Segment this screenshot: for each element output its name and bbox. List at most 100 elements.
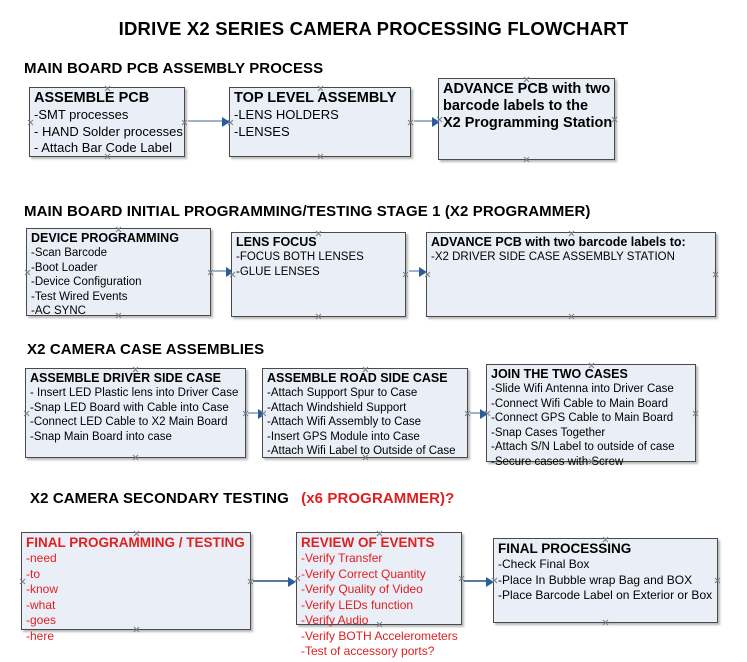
box-line: - HAND Solder processes	[34, 123, 183, 139]
box-title: JOIN THE TWO CASES	[491, 367, 628, 381]
box-line: -Connect GPS Cable to Main Board	[491, 412, 674, 424]
section-heading-initial-programming: MAIN BOARD INITIAL PROGRAMMING/TESTING S…	[24, 203, 591, 220]
section-heading-text: MAIN BOARD PCB ASSEMBLY PROCESS	[24, 60, 324, 77]
box-title: ADVANCE PCB with two barcode labels to:	[431, 235, 686, 249]
connector-arrowhead	[432, 117, 440, 127]
box-line: -Verify Quality of Video	[301, 582, 423, 596]
connection-handle-bottom[interactable]	[132, 454, 139, 461]
box-line: -here	[26, 628, 55, 643]
section-heading-text: X2 CAMERA SECONDARY TESTING	[30, 490, 289, 507]
box-line: -Snap LED Board with Cable into Case	[30, 401, 229, 414]
connector-arrowhead	[222, 117, 230, 127]
box-title: ASSEMBLE ROAD SIDE CASE	[267, 371, 448, 385]
connection-handle-bottom[interactable]	[523, 156, 530, 163]
process-box-top-level-assembly[interactable]: TOP LEVEL ASSEMBLY -LENS HOLDERS -LENSES	[229, 87, 411, 157]
connector-arrowhead	[419, 267, 427, 277]
box-line: - Attach Bar Code Label	[34, 140, 173, 155]
box-line: -Boot Loader	[31, 261, 98, 274]
box-title: FINAL PROCESSING	[498, 541, 632, 556]
process-box-lens-focus[interactable]: LENS FOCUS -FOCUS BOTH LENSES -GLUE LENS…	[231, 232, 406, 317]
connection-handle-right[interactable]	[712, 271, 719, 278]
connector-arrowhead	[288, 577, 296, 587]
section-heading-text: MAIN BOARD INITIAL PROGRAMMING/TESTING S…	[24, 203, 591, 220]
box-line: -Scan Barcode	[31, 247, 108, 259]
connector-final-programming-to-review-of-events	[253, 580, 293, 582]
connection-handle-bottom[interactable]	[602, 619, 609, 626]
box-line: -goes	[26, 613, 57, 627]
process-box-assemble-pcb[interactable]: ASSEMBLE PCB -SMT processes - HAND Solde…	[29, 87, 185, 157]
connection-handle-left[interactable]	[27, 119, 34, 126]
box-line: -Snap Main Board into case	[30, 430, 172, 443]
box-line: -Slide Wifi Antenna into Driver Case	[491, 383, 674, 395]
box-line: -Verify BOTH Accelerometers	[301, 628, 458, 643]
connector-arrowhead	[226, 267, 234, 277]
box-title: ASSEMBLE DRIVER SIDE CASE	[30, 371, 222, 385]
connection-handle-bottom[interactable]	[317, 153, 324, 160]
process-box-device-programming[interactable]: DEVICE PROGRAMMING -Scan Barcode -Boot L…	[24, 228, 211, 317]
box-line: -Attach Wifi Assembly to Case	[267, 416, 422, 428]
connection-handle-bottom[interactable]	[568, 313, 575, 320]
section-heading-case-assemblies: X2 CAMERA CASE ASSEMBLIES	[27, 341, 264, 358]
box-line: -Verify Audio	[301, 613, 369, 627]
box-title: FINAL PROGRAMMING / TESTING	[26, 535, 245, 550]
process-box-assemble-driver-side-case[interactable]: ASSEMBLE DRIVER SIDE CASE - Insert LED P…	[25, 368, 246, 458]
process-box-advance-pcb-to-programming-station[interactable]: ADVANCE PCB with two barcode labels to t…	[438, 78, 615, 160]
connection-handle-bottom[interactable]	[315, 313, 322, 320]
box-line: -what	[26, 597, 56, 612]
box-line: -Attach Support Spur to Case	[267, 387, 418, 399]
box-line: -Secure cases with Screw	[491, 455, 624, 468]
box-line: barcode labels to the	[443, 98, 589, 114]
box-line-overflow: -Test of accessory ports?	[301, 644, 435, 658]
box-title: LENS FOCUS	[236, 235, 317, 249]
process-box-final-programming-testing[interactable]: FINAL PROGRAMMING / TESTING -need -to -k…	[19, 532, 251, 643]
box-line: -Test Wired Events	[31, 290, 128, 303]
box-title: REVIEW OF EVENTS	[301, 535, 435, 550]
page-title: IDRIVE X2 SERIES CAMERA PROCESSING FLOWC…	[118, 18, 629, 39]
box-title: ADVANCE PCB with two	[443, 81, 611, 97]
box-line: -LENSES	[234, 123, 290, 139]
box-line: -know	[26, 582, 59, 596]
section-heading-main-board-pcb-assembly: MAIN BOARD PCB ASSEMBLY PROCESS	[24, 60, 323, 77]
connector-assemble-pcb-to-top-level	[188, 120, 225, 122]
box-line: -need	[26, 551, 57, 565]
box-line: -Attach Windshield Support	[267, 401, 407, 414]
connector-driver-case-to-road-case	[248, 412, 262, 414]
box-line: -Verify Correct Quantity	[301, 566, 426, 581]
box-title: DEVICE PROGRAMMING	[31, 231, 179, 245]
box-line: -Attach S/N Label to outside of case	[491, 441, 675, 453]
box-line: -AC SYNC	[31, 305, 86, 317]
process-box-review-of-events[interactable]: REVIEW OF EVENTS -Verify Transfer -Verif…	[296, 532, 462, 658]
box-line: -Device Configuration	[31, 276, 142, 288]
box-line: -Verify LEDs function	[301, 597, 414, 612]
connector-lens-focus-to-advance-pcb	[409, 270, 423, 272]
box-line: -Place In Bubble wrap Bag and BOX	[498, 572, 693, 587]
section-heading-note: (x6 PROGRAMMER)?	[301, 490, 455, 507]
box-line: X2 Programming Station	[443, 115, 613, 131]
connector-device-programming-to-lens-focus	[213, 270, 230, 272]
connection-handle-left[interactable]	[23, 410, 30, 417]
box-line: -Snap Cases Together	[491, 426, 606, 439]
box-line: -Place Barcode Label on Exterior or Box	[498, 588, 713, 602]
process-box-assemble-road-side-case[interactable]: ASSEMBLE ROAD SIDE CASE -Attach Support …	[262, 368, 468, 458]
section-heading-text: X2 CAMERA CASE ASSEMBLIES	[27, 341, 265, 358]
process-box-final-processing[interactable]: FINAL PROCESSING -Check Final Box -Place…	[493, 538, 718, 623]
box-line: -LENS HOLDERS	[234, 107, 339, 122]
box-title: TOP LEVEL ASSEMBLY	[234, 90, 397, 106]
box-line: -to	[26, 566, 41, 581]
process-box-advance-pcb-to-driver-side-case[interactable]: ADVANCE PCB with two barcode labels to: …	[426, 232, 716, 317]
connector-review-of-events-to-final-processing	[464, 580, 490, 582]
box-line: -X2 DRIVER SIDE CASE ASSEMBLY STATION	[431, 251, 675, 263]
box-line: -Verify Transfer	[301, 551, 383, 565]
connector-road-case-to-join-cases	[470, 412, 484, 414]
connector-top-level-to-advance-pcb	[414, 120, 436, 122]
connector-arrowhead	[486, 577, 494, 587]
box-line: -Connect LED Cable to X2 Main Board	[30, 416, 228, 428]
box-title: ASSEMBLE PCB	[34, 90, 150, 106]
process-box-join-the-two-cases[interactable]: JOIN THE TWO CASES -Slide Wifi Antenna i…	[486, 364, 696, 468]
connection-handle-left[interactable]	[19, 578, 26, 585]
box-line: - Insert LED Plastic lens into Driver Ca…	[30, 387, 239, 399]
box-line: -GLUE LENSES	[236, 265, 320, 278]
box-line: -Attach Wifi Label to Outside of Case	[267, 445, 456, 457]
connection-handle-left[interactable]	[24, 269, 31, 276]
